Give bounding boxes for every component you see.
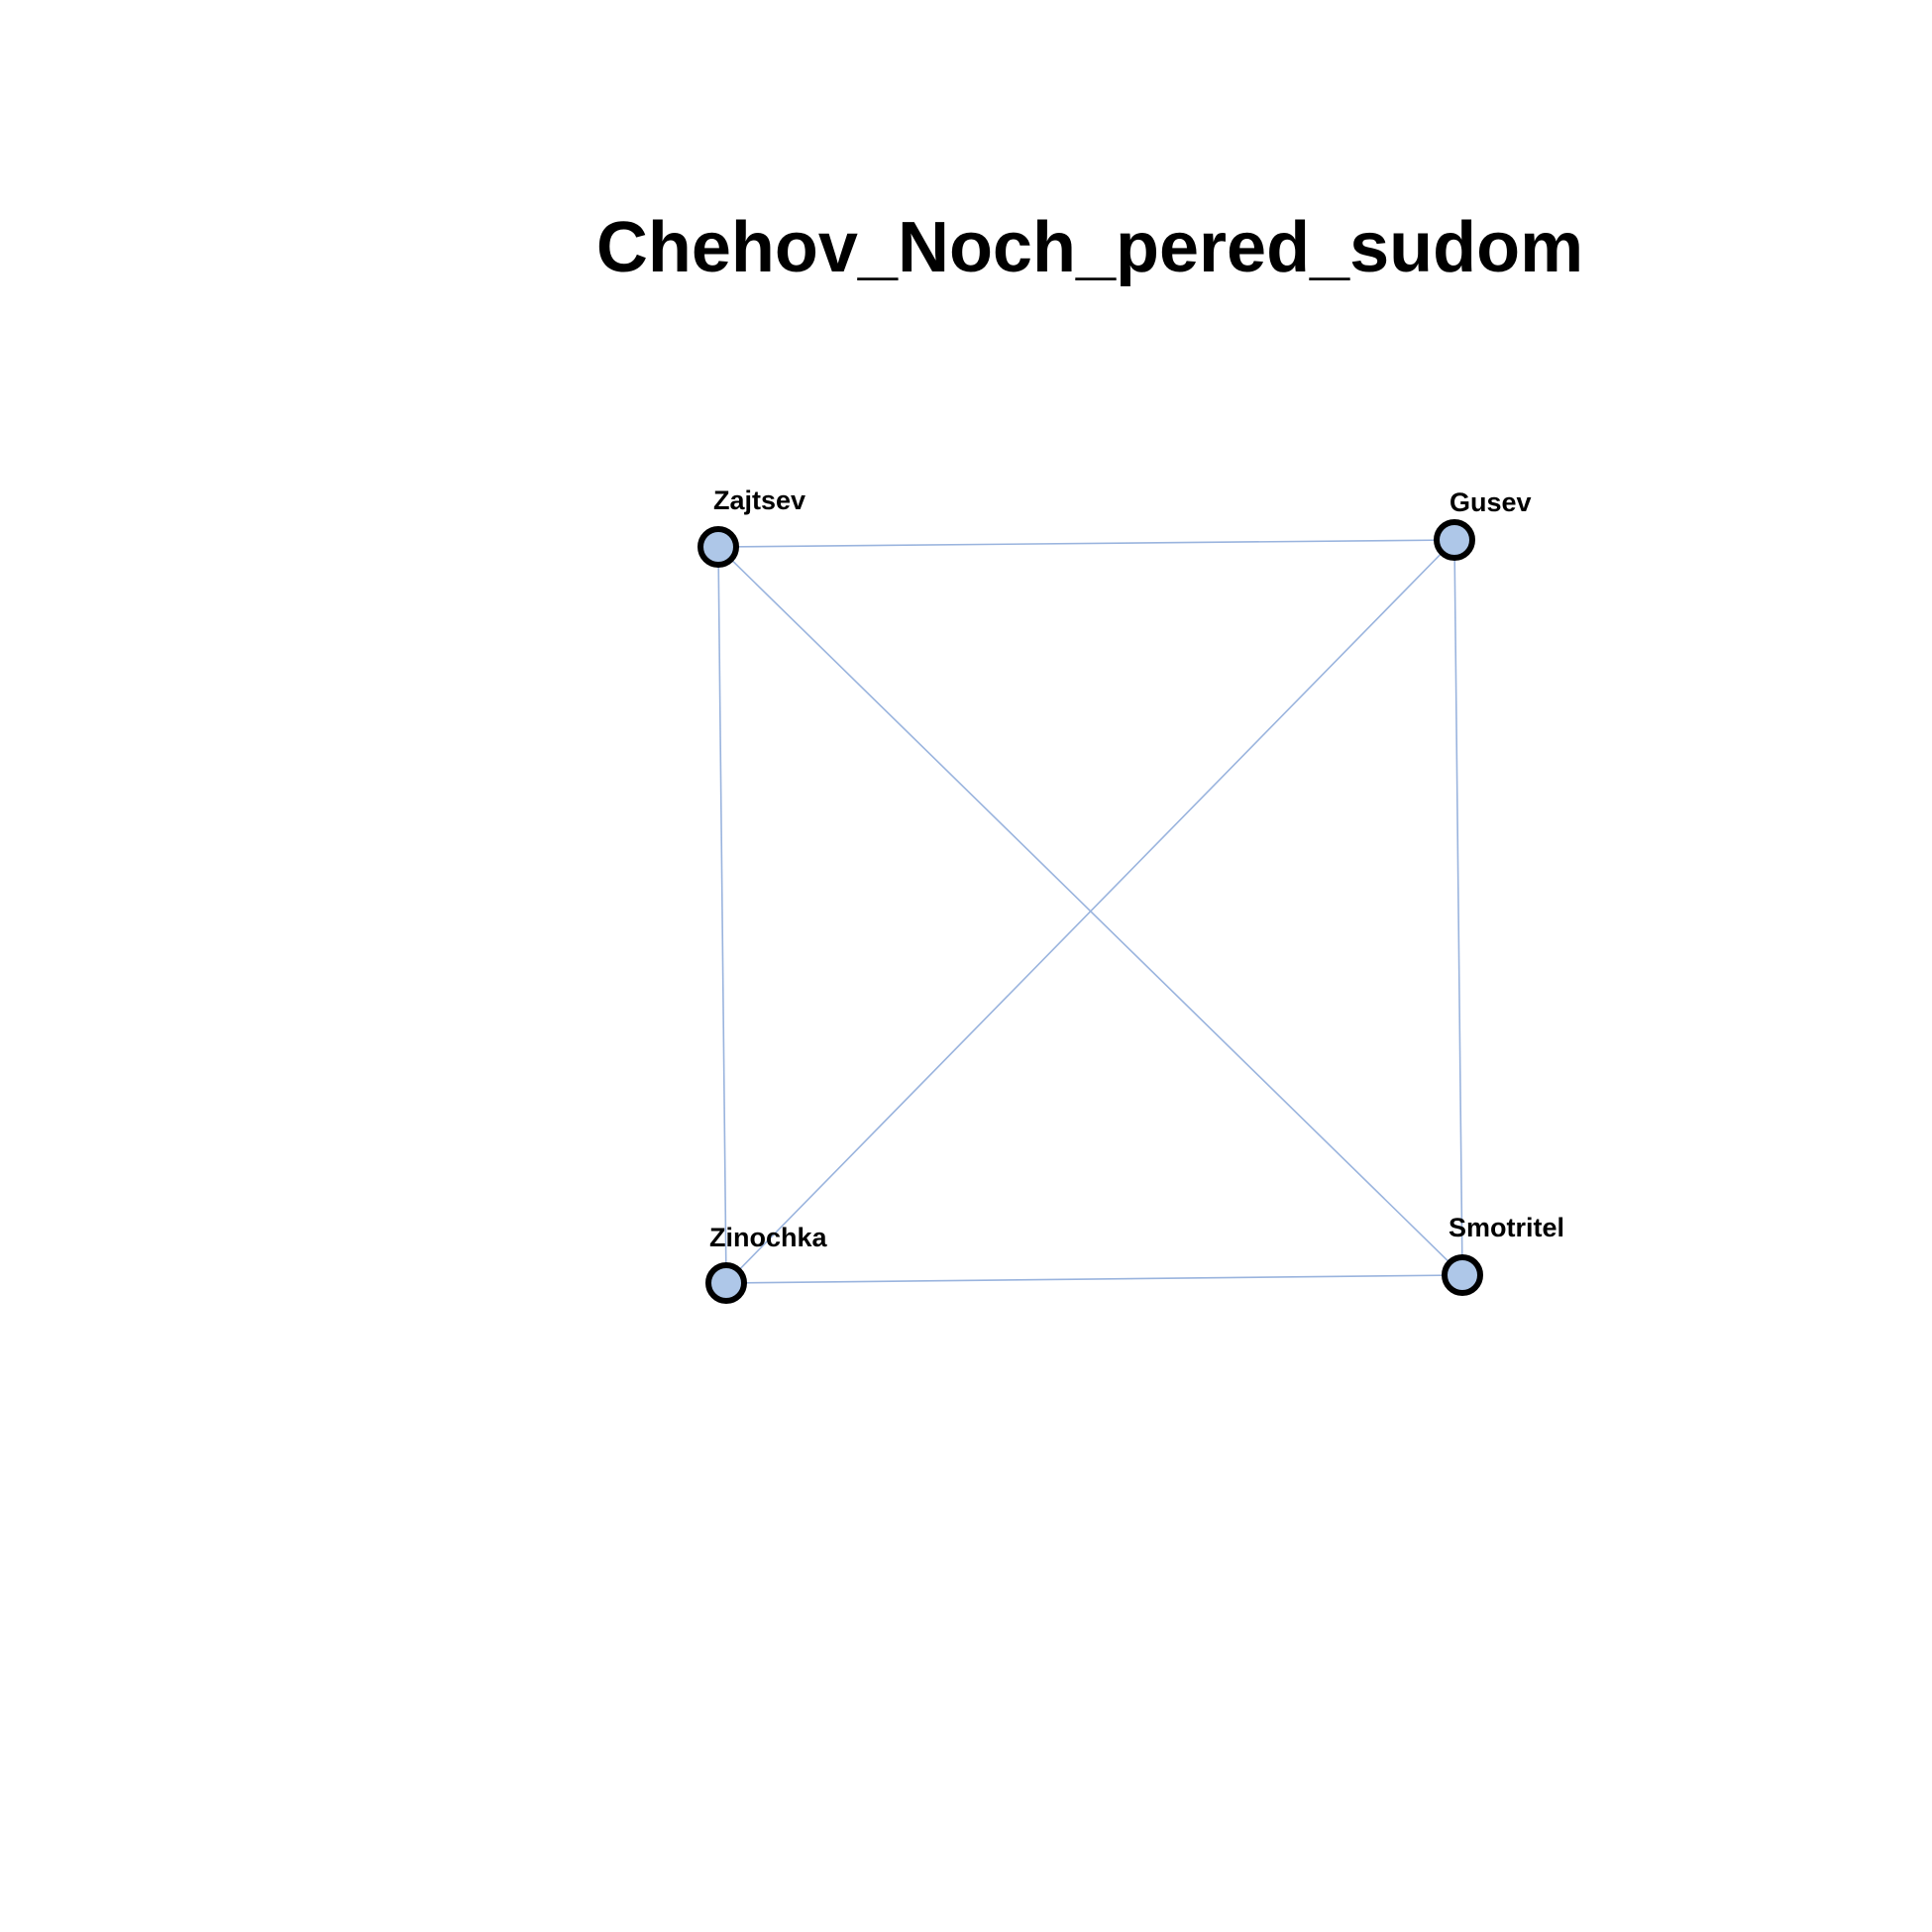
edge-zajtsev-gusev <box>717 539 1455 548</box>
node-zinochka[interactable] <box>705 1262 747 1304</box>
edge-zajtsev-zinochka <box>717 546 727 1284</box>
node-layer <box>698 519 1483 1304</box>
node-zajtsev[interactable] <box>698 526 739 568</box>
edge-gusev-zinochka <box>725 539 1455 1284</box>
node-label-zinochka: Zinochka <box>709 1223 828 1252</box>
edge-layer <box>717 539 1463 1284</box>
node-smotritel[interactable] <box>1442 1254 1483 1296</box>
node-label-gusev: Gusev <box>1449 487 1532 517</box>
edge-gusev-smotritel <box>1453 539 1463 1276</box>
edge-zinochka-smotritel <box>725 1274 1463 1284</box>
graph-title: Chehov_Noch_pered_sudom <box>596 208 1583 287</box>
node-label-smotritel: Smotritel <box>1449 1213 1564 1242</box>
node-gusev[interactable] <box>1434 519 1475 561</box>
node-label-zajtsev: Zajtsev <box>713 485 805 515</box>
